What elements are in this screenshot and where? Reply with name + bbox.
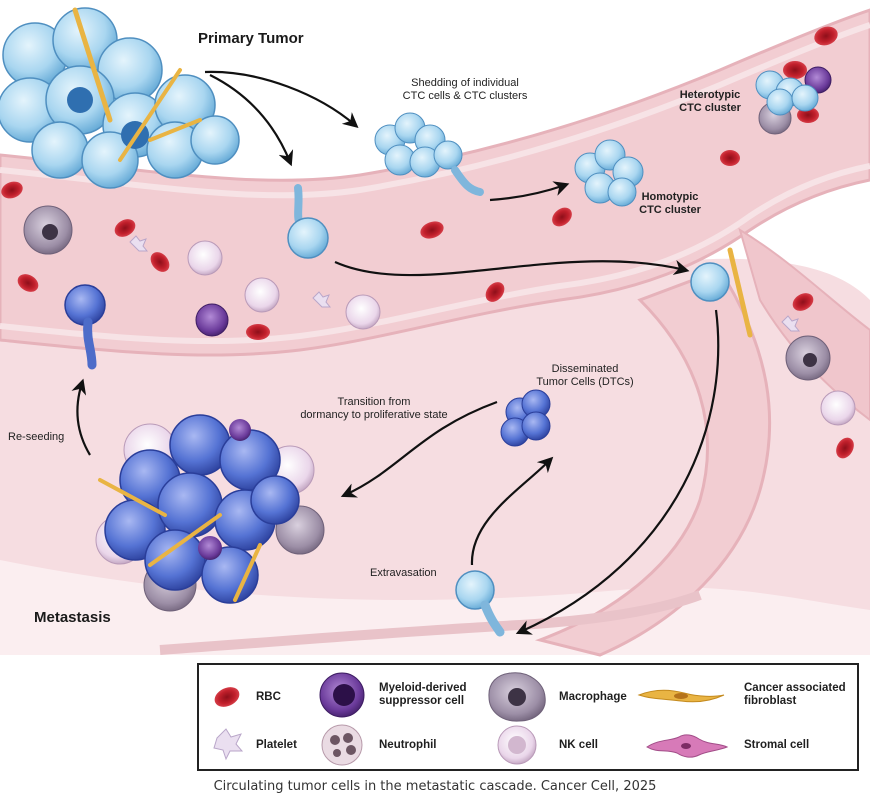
- extravasating-tumor-cell: [455, 570, 505, 637]
- process-arrows: [71, 70, 720, 635]
- stromal-cell-icon: [646, 734, 729, 758]
- label-transition: Transition from dormancy to proliferativ…: [300, 396, 448, 421]
- legend-label-nk-cell: NK cell: [559, 739, 598, 751]
- label-reseeding: Re-seeding: [8, 431, 65, 443]
- intravasating-tumor-cell: [287, 184, 329, 259]
- caf-icon: [637, 689, 725, 703]
- label-extravasation: Extravasation: [370, 567, 437, 579]
- arrow-primary-to-shedding: [204, 70, 359, 129]
- legend-label-caf: Cancer associated fibroblast: [744, 682, 846, 707]
- macrophage-icon: [488, 672, 546, 722]
- arrow-reseeding: [71, 378, 91, 456]
- mdsc-icon: [319, 672, 365, 718]
- arrow-primary-to-intravasation: [209, 74, 294, 167]
- vessel-wall-lower: [0, 163, 870, 345]
- arrow-extravasation-to-dtc: [470, 456, 554, 566]
- arrow-to-extravasation: [515, 309, 720, 635]
- right-branch-vessel: [738, 227, 870, 422]
- legend-label-macrophage: Macrophage: [559, 691, 627, 703]
- label-disseminated: Disseminated Tumor Cells (DTCs): [536, 363, 634, 388]
- vessel-wall-upper: [0, 22, 870, 199]
- figure-caption: Circulating tumor cells in the metastati…: [213, 779, 657, 794]
- legend: RBC Myeloid-derived suppressor cell Macr…: [197, 663, 859, 771]
- immune-cells: [23, 205, 856, 426]
- primary-tumor-mass: [0, 7, 240, 189]
- label-metastasis: Metastasis: [34, 609, 111, 626]
- legend-label-mdsc: Myeloid-derived suppressor cell: [379, 682, 467, 707]
- arrow-dtc-to-metastasis: [340, 400, 498, 498]
- legend-label-stromal-cell: Stromal cell: [744, 739, 810, 751]
- heterotypic-ctc-cluster: [755, 61, 832, 135]
- reseeding-tumor-cell: [64, 284, 106, 370]
- legend-label-rbc: RBC: [256, 691, 281, 703]
- neutrophil-icon: [321, 724, 363, 766]
- shed-ctc-cluster: [374, 112, 484, 196]
- metastasis-mass: [95, 414, 325, 612]
- tissue-lower-fade: [0, 560, 870, 655]
- arrow-circulation: [334, 260, 690, 277]
- red-blood-cells: [1, 26, 854, 459]
- nk-cell-icon: [497, 725, 537, 765]
- label-homotypic: Homotypic CTC cluster: [639, 191, 701, 216]
- homotypic-ctc-cluster: [574, 139, 644, 207]
- arrow-cluster-to-homotypic: [489, 181, 570, 202]
- label-shedding: Shedding of individual CTC cells & CTC c…: [402, 77, 528, 102]
- platelet-icon: [213, 728, 244, 761]
- legend-label-platelet: Platelet: [256, 739, 297, 751]
- dtc-cluster: [500, 389, 551, 447]
- label-heterotypic: Heterotypic CTC cluster: [679, 89, 741, 114]
- circulating-tumor-cell: [690, 247, 753, 338]
- label-primary-tumor: Primary Tumor: [198, 30, 304, 47]
- branch-vessel: [534, 268, 772, 657]
- rbc-icon: [214, 687, 240, 707]
- legend-icons: [213, 672, 729, 766]
- legend-label-neutrophil: Neutrophil: [379, 739, 437, 751]
